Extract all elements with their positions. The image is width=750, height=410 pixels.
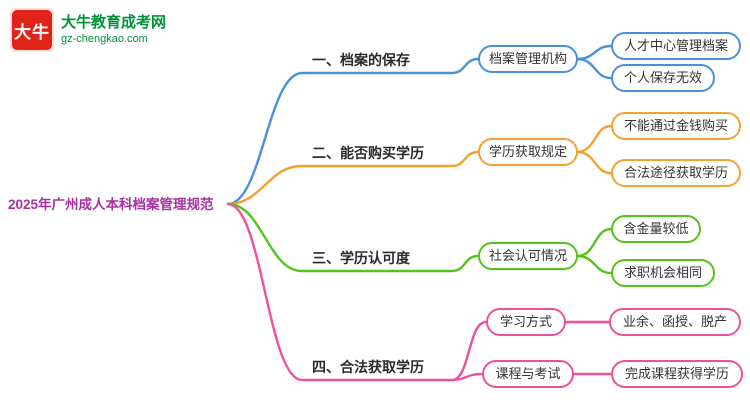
branch-4-spine xyxy=(226,202,454,382)
node-cannot-buy-with-money: 不能通过金钱购买 xyxy=(611,112,741,140)
node-talent-center-manages-archive: 人才中心管理档案 xyxy=(611,32,741,60)
branch-4-sub-connector-1 xyxy=(450,320,488,382)
node-personal-keeping-invalid: 个人保存无效 xyxy=(611,64,715,92)
node-study-mode: 学习方式 xyxy=(486,308,566,336)
branch-2-label: 二、能否购买学历 xyxy=(312,145,424,161)
site-name: 大牛教育成考网 xyxy=(61,14,167,32)
logo-icon: 大牛 xyxy=(10,8,54,52)
branch-2-child-connector-2 xyxy=(575,150,613,175)
node-equal-job-opportunity: 求职机会相同 xyxy=(611,259,715,287)
node-diploma-acquisition-rules: 学历获取规定 xyxy=(478,138,578,166)
branch-1-child-connector-2 xyxy=(575,57,613,80)
branch-1-label: 一、档案的保存 xyxy=(312,52,410,68)
logo-text: 大牛教育成考网 gz-chengkao.com xyxy=(61,14,166,46)
root-node: 2025年广州成人本科档案管理规范 xyxy=(8,197,214,212)
branch-1-spine xyxy=(226,57,480,206)
branch-2-spine xyxy=(226,150,480,206)
node-complete-courses-get-diploma: 完成课程获得学历 xyxy=(611,360,743,388)
branch-4-sub-connector-2 xyxy=(450,372,484,382)
node-archive-management-org: 档案管理机构 xyxy=(478,45,578,73)
node-lower-value: 含金量较低 xyxy=(611,215,701,243)
node-legal-way-to-get-diploma: 合法途径获取学历 xyxy=(611,159,741,187)
node-courses-and-exams: 课程与考试 xyxy=(482,360,574,388)
branch-3-spine xyxy=(226,202,480,273)
branch-3-child-connector-2 xyxy=(575,254,613,275)
branch-4-label: 四、合法获取学历 xyxy=(312,359,424,375)
node-parttime-correspondence-fulltime: 业余、函授、脱产 xyxy=(609,308,741,336)
node-social-recognition: 社会认可情况 xyxy=(478,242,578,270)
branch-3-child-connector-1 xyxy=(575,227,613,258)
branch-1-child-connector-1 xyxy=(575,44,613,61)
branch-3-label: 三、学历认可度 xyxy=(312,250,410,266)
site-url: gz-chengkao.com xyxy=(61,33,148,46)
branch-2-child-connector-1 xyxy=(575,124,613,154)
logo: 大牛 大牛教育成考网 gz-chengkao.com xyxy=(10,8,166,52)
